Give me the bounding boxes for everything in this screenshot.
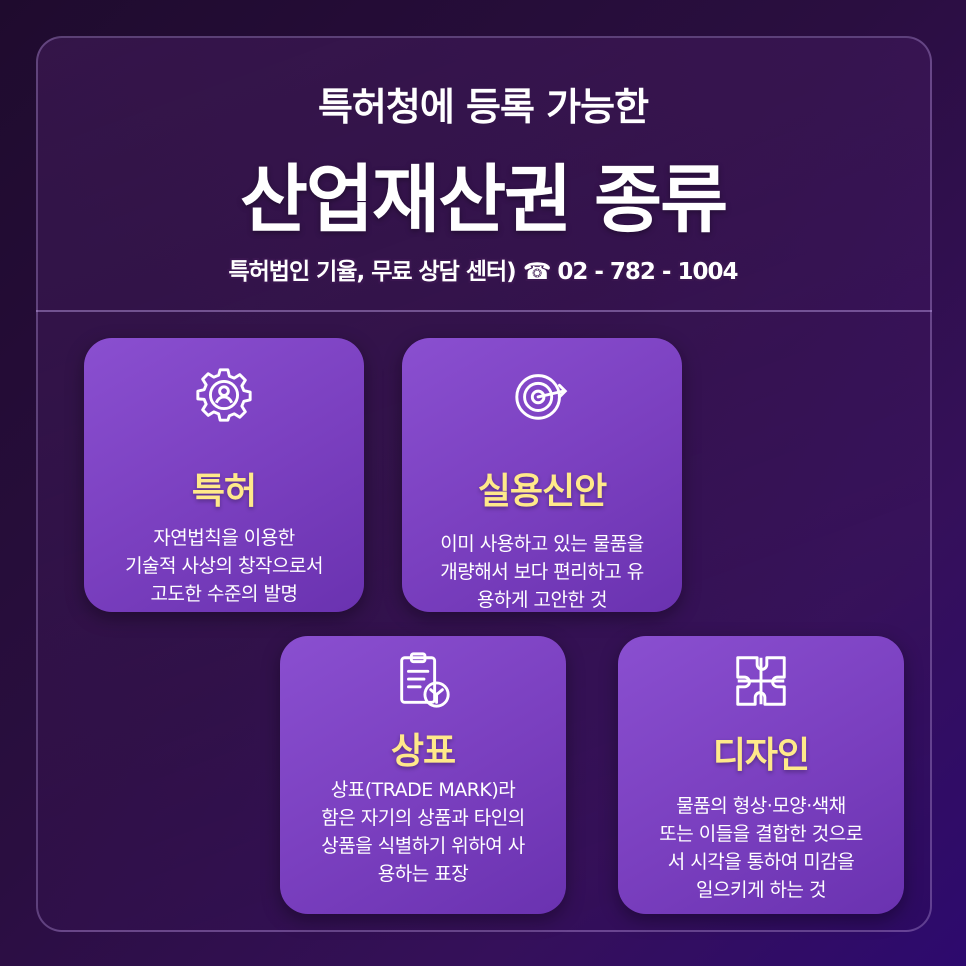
desc-line: 용하게 고안한 것 xyxy=(477,589,607,611)
card-description: 이미 사용하고 있는 물품을 개량해서 보다 편리하고 유 용하게 고안한 것 xyxy=(416,530,668,614)
desc-line: 함은 자기의 상품과 타인의 xyxy=(321,807,525,829)
gear-person-icon xyxy=(196,368,252,422)
page-subtitle: 특허청에 등록 가능한 xyxy=(317,85,649,129)
desc-line: 일으키게 하는 것 xyxy=(696,879,826,901)
desc-line: 이미 사용하고 있는 물품을 xyxy=(440,533,644,555)
desc-line: 물품의 형상·모양·색채 xyxy=(676,795,846,817)
card-title: 상표 xyxy=(390,731,456,772)
contact-line: 특허법인 기율, 무료 상담 센터) ☎ 02 - 782 - 1004 xyxy=(228,259,738,285)
desc-line: 자연법칙을 이용한 xyxy=(153,527,295,549)
card-patent: 특허 자연법칙을 이용한 기술적 사상의 창작으로서 고도한 수준의 발명 xyxy=(84,338,364,612)
card-description: 상표(TRADE MARK)라 함은 자기의 상품과 타인의 상품을 식별하기 … xyxy=(294,776,552,888)
card-trademark: 상표 상표(TRADE MARK)라 함은 자기의 상품과 타인의 상품을 식별… xyxy=(280,636,566,914)
card-title: 실용신안 xyxy=(477,471,607,512)
desc-line: 기술적 사상의 창작으로서 xyxy=(125,555,323,577)
page-title: 산업재산권 종류 xyxy=(239,157,728,243)
desc-line: 서 시각을 통하여 미감을 xyxy=(667,851,855,873)
card-description: 물품의 형상·모양·색채 또는 이들을 결합한 것으로 서 시각을 통하여 미감… xyxy=(632,792,890,904)
card-design: 디자인 물품의 형상·모양·색채 또는 이들을 결합한 것으로 서 시각을 통하… xyxy=(618,636,904,914)
target-icon xyxy=(515,374,568,420)
desc-line: 또는 이들을 결합한 것으로 xyxy=(659,823,863,845)
desc-line: 상품을 식별하기 위하여 사 xyxy=(321,835,525,857)
desc-line: 개량해서 보다 편리하고 유 xyxy=(440,561,644,583)
card-title: 특허 xyxy=(191,471,257,512)
puzzle-icon xyxy=(736,656,786,706)
clipboard-icon xyxy=(400,652,450,708)
card-utility-model: 실용신안 이미 사용하고 있는 물품을 개량해서 보다 편리하고 유 용하게 고… xyxy=(402,338,682,612)
header-divider xyxy=(36,310,932,312)
desc-line: 상표(TRADE MARK)라 xyxy=(330,779,516,801)
desc-line: 용하는 표장 xyxy=(377,863,469,885)
desc-line: 고도한 수준의 발명 xyxy=(150,583,298,605)
card-description: 자연법칙을 이용한 기술적 사상의 창작으로서 고도한 수준의 발명 xyxy=(98,524,350,608)
card-title: 디자인 xyxy=(712,735,810,776)
